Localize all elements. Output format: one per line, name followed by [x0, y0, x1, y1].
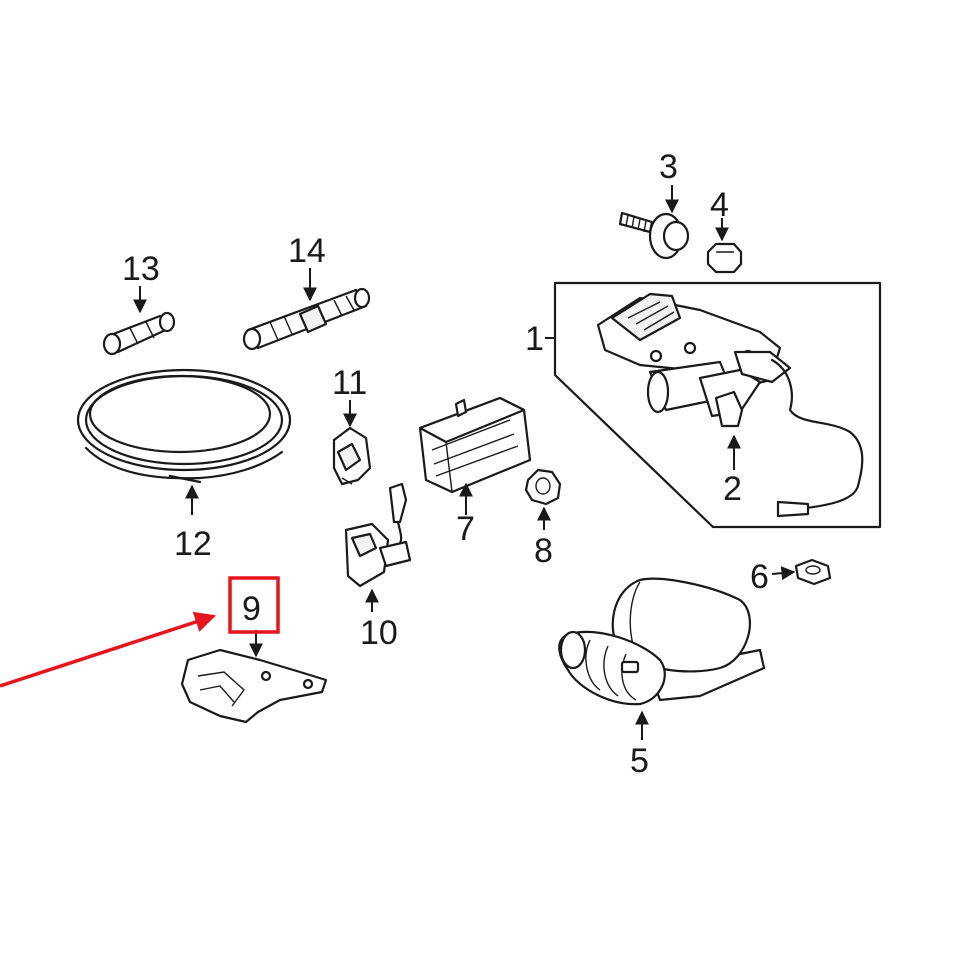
nut-part-4: [706, 218, 743, 274]
callout-5: 5: [630, 742, 649, 780]
callout-2: 2: [723, 470, 742, 508]
sensor-clip-part-11: [332, 400, 372, 486]
callout-8: 8: [534, 532, 553, 570]
nut-part-8: [524, 468, 562, 530]
air-reservoir-part-5: [558, 577, 766, 740]
fitting-part-13: [102, 286, 176, 356]
red-pointer-arrow: [0, 611, 216, 688]
air-line-coil-part-12: [76, 368, 292, 515]
connector-part-14: [242, 268, 371, 351]
control-module-part-7: [418, 396, 532, 515]
callout-3: 3: [659, 148, 678, 186]
flange-nut-part-6: [771, 558, 832, 586]
callout-14: 14: [288, 232, 326, 270]
callout-13: 13: [122, 250, 160, 288]
heat-shield-part-9: [180, 630, 328, 724]
callout-4: 4: [710, 186, 729, 224]
callout-9: 9: [242, 590, 261, 628]
callout-12: 12: [174, 525, 212, 563]
callout-6: 6: [750, 558, 769, 596]
callout-1: 1: [525, 320, 544, 358]
callout-11: 11: [332, 364, 367, 402]
callout-7: 7: [456, 510, 475, 548]
bolt-part-3: [618, 185, 690, 260]
height-sensor-part-10: [344, 482, 412, 612]
callout-9-highlight-box: [228, 576, 280, 634]
callout-10: 10: [360, 614, 398, 652]
compressor-assembly-part-1: [545, 281, 882, 529]
